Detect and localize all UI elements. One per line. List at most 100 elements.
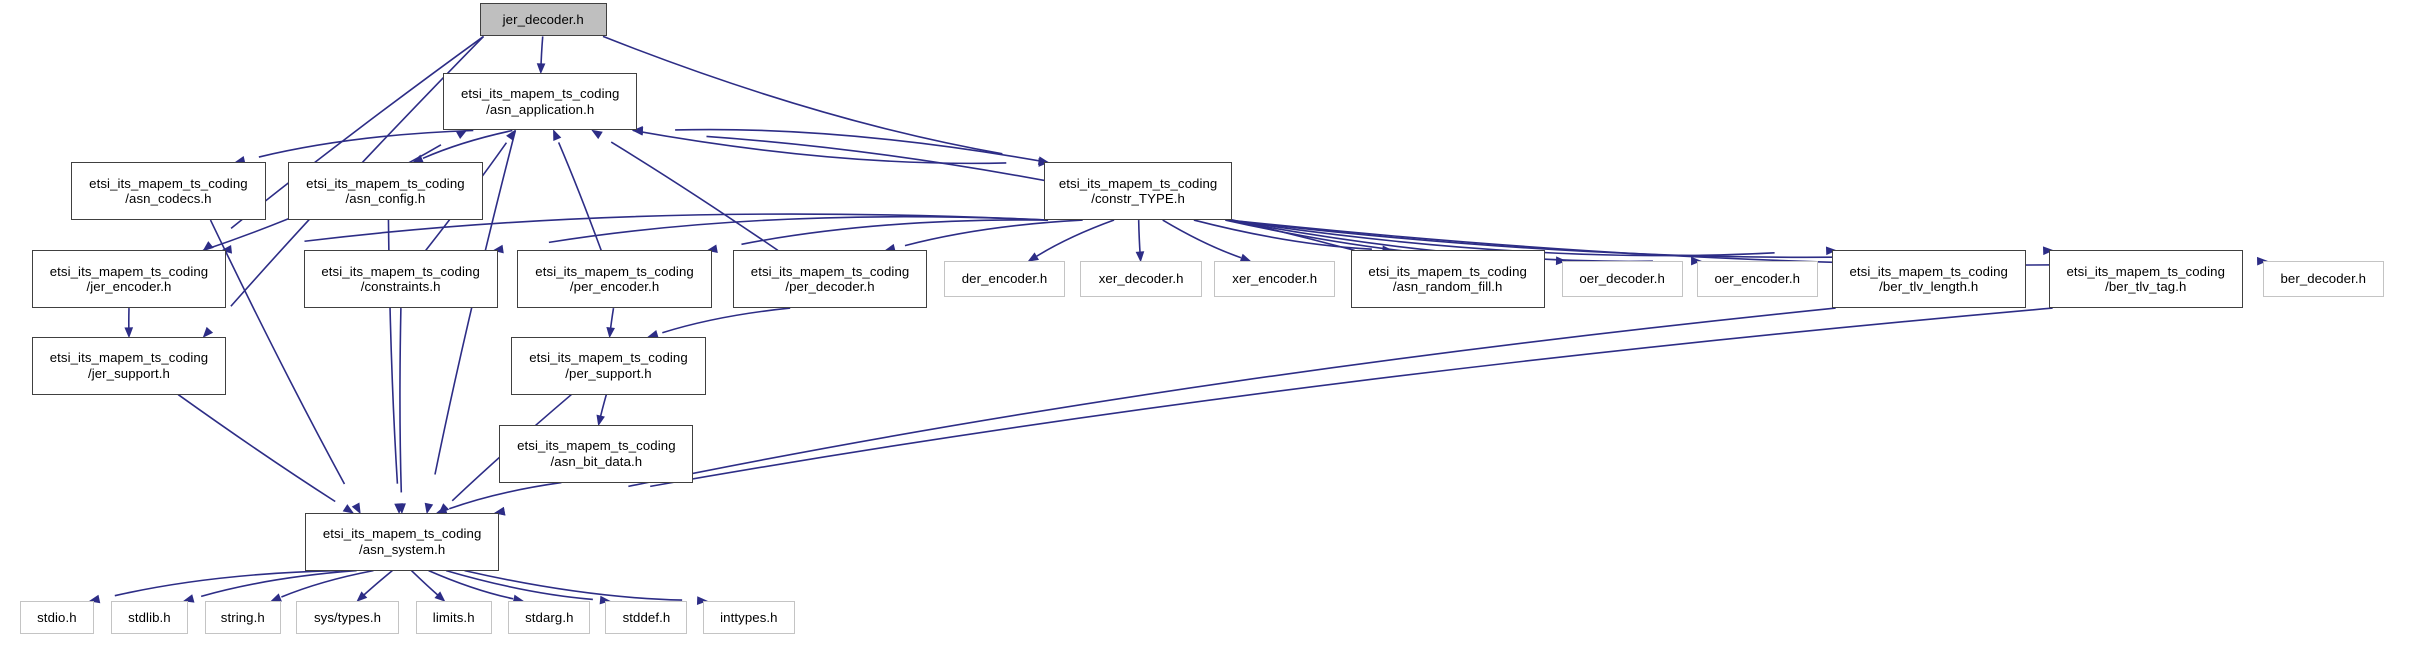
graph-edge-arrowhead xyxy=(397,503,406,515)
graph-node-constr_TYPE[interactable]: etsi_its_mapem_ts_coding /constr_TYPE.h xyxy=(1044,162,1233,221)
graph-edge-arrowhead xyxy=(596,414,605,427)
graph-node-stdio[interactable]: stdio.h xyxy=(19,600,95,635)
graph-edge-arrowhead xyxy=(2257,256,2268,266)
graph-node-label: etsi_its_mapem_ts_coding /per_support.h xyxy=(529,350,688,381)
graph-node-label: etsi_its_mapem_ts_coding /jer_encoder.h xyxy=(49,263,209,295)
graph-node-limits[interactable]: limits.h xyxy=(415,600,492,635)
graph-edge-asn_system-to-stdlib xyxy=(200,569,357,598)
graph-edge-arrowhead xyxy=(506,129,516,141)
graph-node-label: stdio.h xyxy=(37,609,77,625)
graph-edge-arrowhead xyxy=(553,129,562,141)
graph-node-jer_support[interactable]: etsi_its_mapem_ts_coding /jer_support.h xyxy=(31,336,227,395)
graph-edge-constraints-to-asn_system xyxy=(399,308,403,493)
graph-node-ber_tlv_tag[interactable]: etsi_its_mapem_ts_coding /ber_tlv_tag.h xyxy=(2048,250,2243,309)
graph-edge-arrowhead xyxy=(88,594,101,604)
graph-node-label: etsi_its_mapem_ts_coding /per_encoder.h xyxy=(535,263,694,295)
graph-node-asn_config[interactable]: etsi_its_mapem_ts_coding /asn_config.h xyxy=(288,162,483,221)
graph-node-label: limits.h xyxy=(432,609,475,625)
graph-node-jer_decoder[interactable]: jer_decoder.h xyxy=(479,3,607,37)
graph-edge-arrowhead xyxy=(356,591,368,602)
graph-node-label: etsi_its_mapem_ts_coding /ber_tlv_tag.h xyxy=(2066,263,2226,295)
graph-node-asn_application[interactable]: etsi_its_mapem_ts_coding /asn_applicatio… xyxy=(443,72,638,131)
graph-node-label: jer_decoder.h xyxy=(502,11,584,27)
graph-edge-arrowhead xyxy=(202,326,214,338)
graph-node-jer_encoder[interactable]: etsi_its_mapem_ts_coding /jer_encoder.h xyxy=(31,250,227,309)
graph-edge-constr_TYPE-to-asn_random_fill xyxy=(1193,219,1372,250)
graph-node-label: etsi_its_mapem_ts_coding /asn_random_fil… xyxy=(1368,263,1527,295)
graph-edge-asn_codecs-to-asn_system xyxy=(209,219,346,485)
graph-edge-per_encoder-to-asn_application xyxy=(557,142,602,251)
graph-edge-asn_application-to-constr_TYPE xyxy=(633,129,1007,165)
graph-node-label: oer_decoder.h xyxy=(1579,271,1665,287)
graph-node-ber_tlv_length[interactable]: etsi_its_mapem_ts_coding /ber_tlv_length… xyxy=(1831,250,2026,309)
graph-node-label: etsi_its_mapem_ts_coding /asn_applicatio… xyxy=(460,86,620,117)
graph-node-label: etsi_its_mapem_ts_coding /asn_bit_data.h xyxy=(517,438,676,469)
graph-edge-ber_tlv_length-to-asn_system xyxy=(628,307,1836,488)
graph-node-label: oer_encoder.h xyxy=(1714,271,1801,287)
graph-edge-arrowhead xyxy=(591,129,603,140)
graph-node-per_encoder[interactable]: etsi_its_mapem_ts_coding /per_encoder.h xyxy=(517,250,712,309)
graph-node-der_encoder[interactable]: der_encoder.h xyxy=(943,261,1066,298)
graph-edge-jer_decoder-to-constr_TYPE xyxy=(602,35,1003,155)
graph-edge-asn_system-to-stdarg xyxy=(428,569,514,600)
graph-node-xer_encoder[interactable]: xer_encoder.h xyxy=(1214,261,1336,298)
graph-edge-per_decoder-to-asn_application xyxy=(610,141,779,252)
graph-node-oer_decoder[interactable]: oer_decoder.h xyxy=(1561,261,1683,298)
graph-edge-arrowhead xyxy=(696,596,708,605)
graph-node-stddef[interactable]: stddef.h xyxy=(605,600,688,635)
graph-node-asn_system[interactable]: etsi_its_mapem_ts_coding /asn_system.h xyxy=(305,512,500,571)
graph-node-label: string.h xyxy=(220,609,265,625)
graph-node-per_decoder[interactable]: etsi_its_mapem_ts_coding /per_decoder.h xyxy=(732,250,928,309)
graph-node-label: etsi_its_mapem_ts_coding /per_decoder.h xyxy=(750,263,910,295)
graph-edge-arrowhead xyxy=(270,593,282,602)
graph-node-label: etsi_its_mapem_ts_coding /constr_TYPE.h xyxy=(1058,175,1218,207)
graph-node-label: stdarg.h xyxy=(525,609,574,625)
graph-edge-arrowhead xyxy=(606,326,615,339)
graph-node-label: etsi_its_mapem_ts_coding /jer_support.h xyxy=(49,350,209,381)
graph-edge-constr_TYPE-to-asn_application xyxy=(675,128,1049,164)
graph-node-label: etsi_its_mapem_ts_coding /constraints.h xyxy=(321,263,480,295)
graph-edge-constr_TYPE-to-ber_decoder xyxy=(1228,219,2163,266)
graph-node-string[interactable]: string.h xyxy=(204,600,281,635)
graph-node-asn_bit_data[interactable]: etsi_its_mapem_ts_coding /asn_bit_data.h xyxy=(499,424,694,483)
graph-edge-constr_TYPE-to-xer_encoder xyxy=(1162,219,1242,259)
graph-edge-arrowhead xyxy=(536,63,546,75)
graph-edge-asn_system-to-stdio xyxy=(114,569,341,597)
graph-node-label: etsi_its_mapem_ts_coding /asn_codecs.h xyxy=(89,175,248,207)
graph-node-label: stddef.h xyxy=(622,609,671,625)
graph-edge-asn_system-to-string xyxy=(281,569,374,598)
graph-edge-asn_application-to-asn_config xyxy=(422,129,513,160)
graph-edge-asn_system-to-systypes xyxy=(360,569,393,599)
graph-node-asn_random_fill[interactable]: etsi_its_mapem_ts_coding /asn_random_fil… xyxy=(1350,250,1545,309)
graph-node-per_support[interactable]: etsi_its_mapem_ts_coding /per_support.h xyxy=(511,336,706,395)
graph-edge-arrowhead xyxy=(182,594,195,603)
graph-node-label: etsi_its_mapem_ts_coding /asn_config.h xyxy=(306,175,465,207)
graph-edge-per_decoder-to-per_support xyxy=(662,307,791,334)
graph-node-constraints[interactable]: etsi_its_mapem_ts_coding /constraints.h xyxy=(303,250,498,309)
graph-edge-arrowhead xyxy=(1825,246,1837,256)
graph-edge-constr_TYPE-to-per_decoder xyxy=(904,219,1083,247)
graph-node-systypes[interactable]: sys/types.h xyxy=(295,600,400,635)
graph-node-label: etsi_its_mapem_ts_coding /asn_system.h xyxy=(322,526,482,557)
graph-node-inttypes[interactable]: inttypes.h xyxy=(702,600,796,635)
graph-node-label: etsi_its_mapem_ts_coding /ber_tlv_length… xyxy=(1849,263,2008,295)
graph-edge-arrowhead xyxy=(455,129,468,139)
graph-edge-arrowhead xyxy=(434,591,446,602)
graph-edge-arrowhead xyxy=(424,502,434,515)
graph-node-label: sys/types.h xyxy=(313,609,382,625)
graph-node-label: der_encoder.h xyxy=(961,271,1048,287)
graph-node-stdlib[interactable]: stdlib.h xyxy=(110,600,189,635)
graph-node-stdarg[interactable]: stdarg.h xyxy=(508,600,591,635)
graph-edge-asn_random_fill-to-asn_application xyxy=(706,135,1355,252)
graph-edge-constr_TYPE-to-der_encoder xyxy=(1036,219,1115,257)
graph-edge-asn_system-to-inttypes xyxy=(464,569,683,601)
graph-edge-constr_TYPE-to-jer_encoder xyxy=(304,213,1049,243)
graph-edge-arrowhead xyxy=(351,502,361,515)
graph-edge-arrowhead xyxy=(220,245,233,254)
graph-node-xer_decoder[interactable]: xer_decoder.h xyxy=(1080,261,1202,298)
graph-node-oer_encoder[interactable]: oer_encoder.h xyxy=(1696,261,1818,298)
graph-node-ber_decoder[interactable]: ber_decoder.h xyxy=(2262,261,2384,298)
graph-edge-jer_support-to-asn_system xyxy=(177,393,336,503)
graph-node-asn_codecs[interactable]: etsi_its_mapem_ts_coding /asn_codecs.h xyxy=(71,162,266,221)
